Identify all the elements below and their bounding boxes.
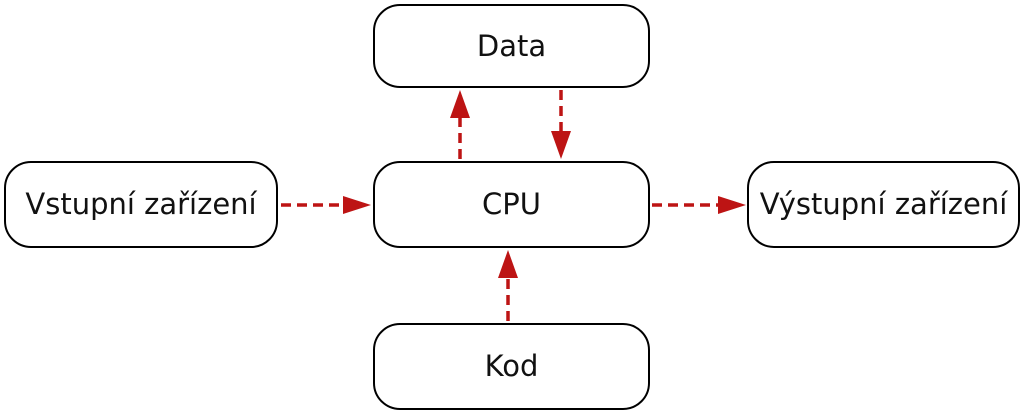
node-kod: Kod	[373, 323, 650, 410]
edge-cpu-to-data	[450, 90, 470, 159]
arrowhead-down-icon	[551, 131, 571, 159]
node-data: Data	[373, 4, 650, 88]
arrowhead-right-icon	[718, 196, 746, 214]
node-input-device-label: Vstupní zařízení	[25, 187, 257, 221]
edge-kod-to-cpu	[498, 250, 518, 321]
node-kod-label: Kod	[484, 349, 539, 383]
arrowhead-up-icon	[450, 90, 470, 118]
arrowhead-up-icon	[498, 250, 518, 278]
node-output-device: Výstupní zařízení	[747, 161, 1020, 248]
edge-cpu-to-output	[652, 196, 746, 214]
edge-data-to-cpu	[551, 90, 571, 159]
edge-input-to-cpu	[281, 196, 371, 214]
node-output-device-label: Výstupní zařízení	[759, 187, 1008, 221]
node-cpu: CPU	[373, 161, 650, 248]
node-input-device: Vstupní zařízení	[4, 161, 278, 248]
node-cpu-label: CPU	[482, 187, 541, 221]
arrowhead-right-icon	[343, 196, 371, 214]
node-data-label: Data	[476, 28, 547, 63]
